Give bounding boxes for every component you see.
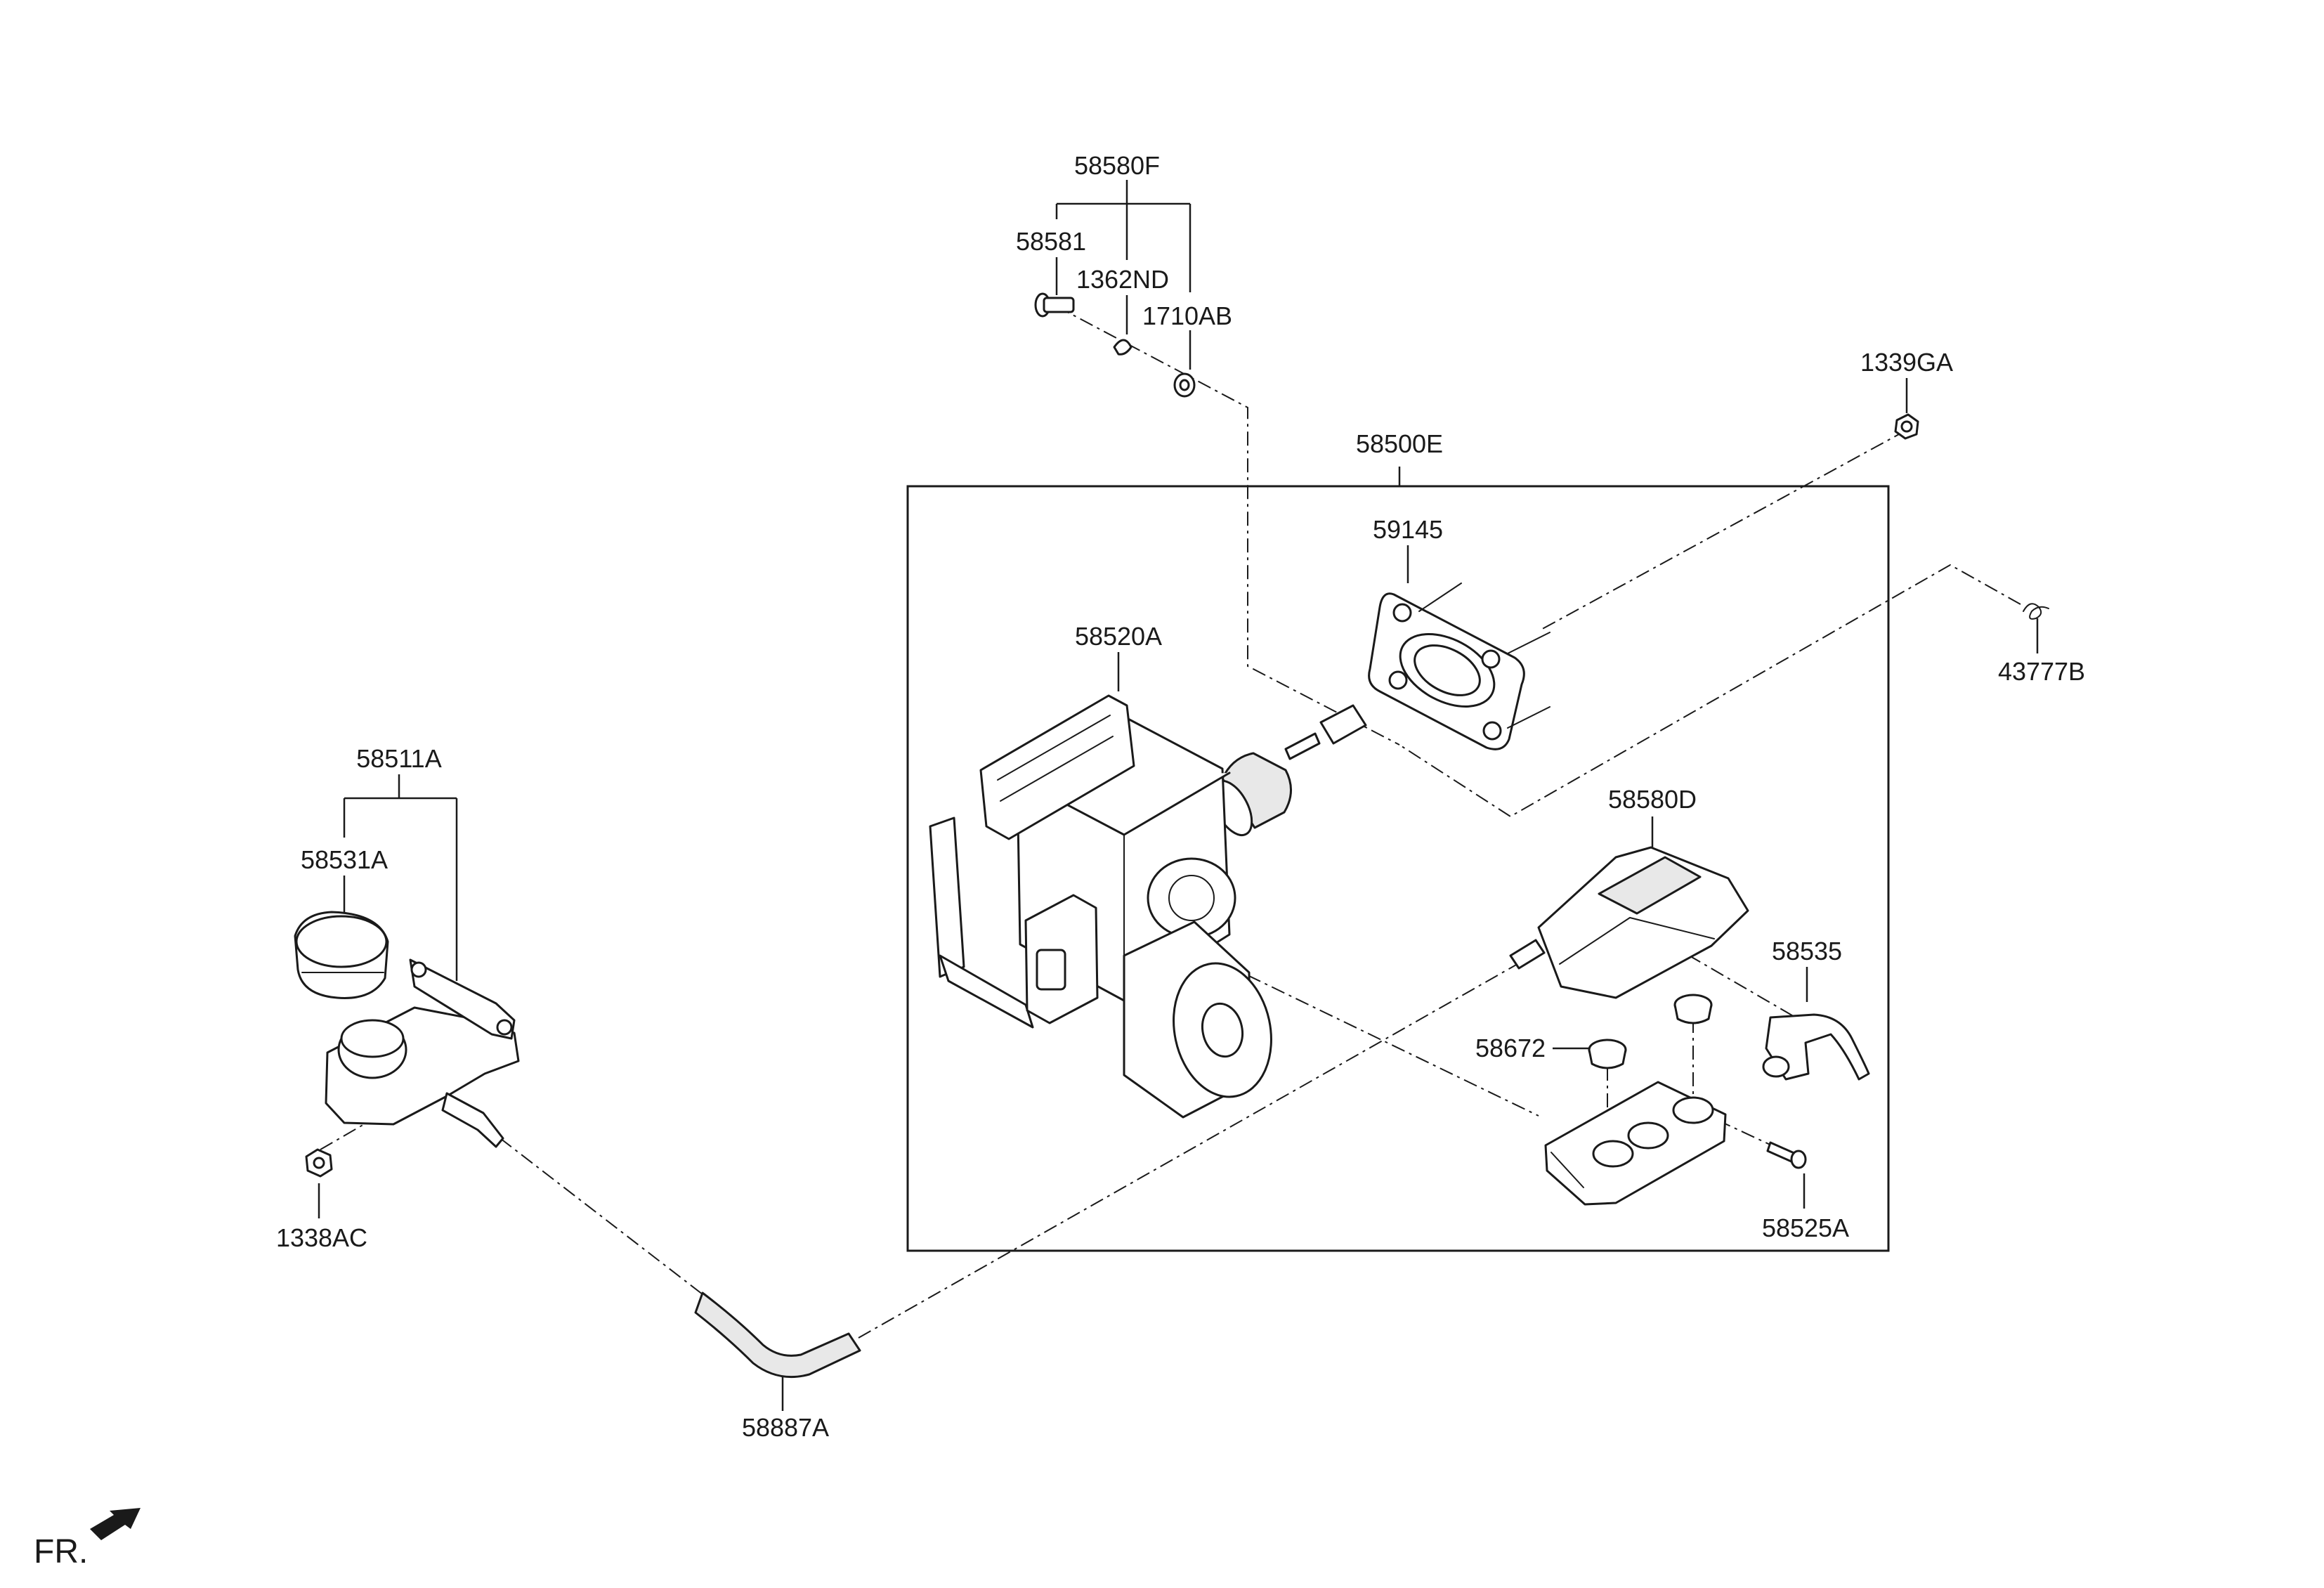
front-arrow-icon xyxy=(90,1508,141,1540)
mounting-bracket xyxy=(1544,1081,1727,1206)
bolt-58525A xyxy=(1766,1141,1807,1169)
nut-1338AC xyxy=(305,1148,333,1178)
hose-58887A xyxy=(694,1291,861,1379)
reservoir-58580D xyxy=(1509,846,1749,999)
pin-58581 xyxy=(1034,292,1075,318)
clip-1362ND xyxy=(1113,339,1132,356)
label-59145: 59145 xyxy=(1373,515,1443,544)
reservoir-cap-58531A xyxy=(294,911,389,999)
front-direction-label: FR. xyxy=(34,1533,88,1570)
label-58580F: 58580F xyxy=(1074,151,1160,180)
label-58520A: 58520A xyxy=(1075,622,1162,651)
grommet-58672-b xyxy=(1673,994,1713,1024)
label-43777B: 43777B xyxy=(1998,657,2085,686)
washer-1710AB xyxy=(1173,372,1196,398)
label-58531A: 58531A xyxy=(301,845,388,874)
label-1338AC: 1338AC xyxy=(276,1223,367,1252)
clip-43777B xyxy=(2023,603,2049,620)
nut-1339GA xyxy=(1894,413,1919,440)
master-cylinder-58511A xyxy=(325,958,520,1148)
sensor-58535 xyxy=(1762,1013,1870,1081)
label-58500E: 58500E xyxy=(1356,429,1443,458)
label-58887A: 58887A xyxy=(742,1413,829,1442)
label-1710AB: 1710AB xyxy=(1142,301,1232,330)
leader-lines xyxy=(318,180,2039,1411)
label-58580D: 58580D xyxy=(1608,785,1697,814)
label-1339GA: 1339GA xyxy=(1860,348,1953,377)
label-58535: 58535 xyxy=(1772,937,1842,965)
label-58511A: 58511A xyxy=(356,744,441,773)
gasket-plate-59145 xyxy=(1368,583,1551,750)
assembly-box-58500E xyxy=(906,485,1890,1252)
label-58525A: 58525A xyxy=(1762,1213,1849,1242)
grommet-58672-a xyxy=(1588,1039,1627,1069)
brake-booster-58520A xyxy=(929,694,1367,1119)
label-58672: 58672 xyxy=(1475,1034,1546,1062)
label-58581: 58581 xyxy=(1016,227,1086,256)
label-1362ND: 1362ND xyxy=(1076,265,1169,294)
